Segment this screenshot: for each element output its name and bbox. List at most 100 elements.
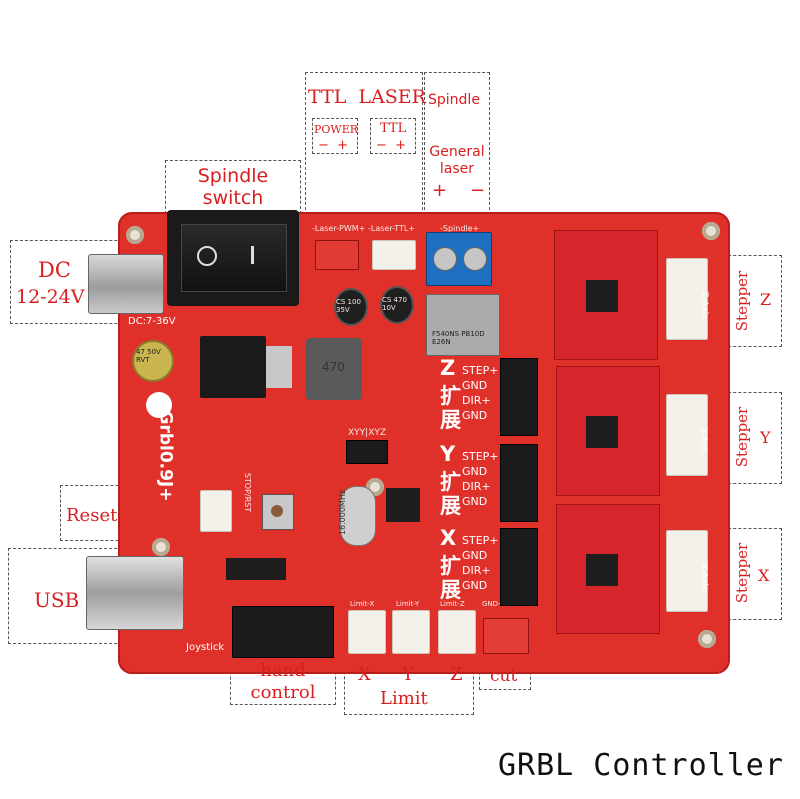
mount-hole	[698, 630, 716, 648]
expansion-header-z[interactable]	[500, 358, 538, 436]
expansion-pin-label: STEP+	[462, 364, 499, 377]
capacitor-silk: CS 470 10V	[382, 296, 407, 312]
jumper-silk: XYY|XYZ	[348, 428, 387, 438]
laser-power-connector[interactable]	[315, 240, 359, 270]
x-axis-silk: X-Axis	[698, 563, 709, 591]
limit-y-silk: Limit-Y	[396, 600, 420, 608]
switch-on-mark	[251, 246, 254, 264]
screw-icon	[463, 247, 487, 271]
spindle-switch-label: Spindle switch	[197, 165, 269, 209]
expansion-header-y[interactable]	[500, 444, 538, 522]
regulator-tab	[266, 346, 292, 388]
cut-connector[interactable]	[483, 618, 529, 654]
board-logo-icon	[146, 392, 172, 418]
caption: GRBL Controller	[498, 748, 784, 783]
expansion-char: 展	[440, 408, 461, 432]
axis-y-label: Y	[760, 428, 771, 447]
limit-z-connector[interactable]	[438, 610, 476, 654]
capacitor-silk: 47 50V RVT	[136, 348, 161, 364]
limit-z-silk: Limit-Z	[440, 600, 465, 608]
general-laser-label: General laser	[429, 144, 485, 177]
hand-control-label: hand control	[250, 660, 316, 703]
stepper-z-connector[interactable]	[666, 258, 708, 340]
spindle-silk: -Spindle+	[440, 224, 480, 233]
laser-ttl-connector[interactable]	[372, 240, 416, 270]
board-name-silk: Grbl0.9J+	[155, 410, 176, 502]
expansion-pin-label: GND	[462, 549, 488, 562]
expansion-pin-label: STEP+	[462, 450, 499, 463]
capacitor	[380, 286, 414, 324]
ttl-frame	[370, 118, 416, 154]
power-polarity-label: − +	[318, 138, 349, 153]
axis-z-label: Z	[760, 290, 772, 309]
stop-rst-silk: STOP/RST	[243, 472, 253, 513]
microcontroller	[386, 488, 420, 522]
expansion-char: 扩	[440, 554, 461, 578]
limit-x-silk: Limit-X	[350, 600, 375, 608]
reset-button-cap	[271, 505, 283, 517]
dc-label: DC	[38, 258, 71, 282]
voltage-regulator	[200, 336, 292, 398]
expansion-char: 扩	[440, 470, 461, 494]
limit-y-connector[interactable]	[392, 610, 430, 654]
reset-button[interactable]	[262, 494, 294, 530]
axis-x-label: X	[758, 566, 770, 585]
expansion-pin-label: GND	[462, 465, 488, 478]
stepper-y-label: Stepper	[733, 406, 752, 468]
mount-hole	[702, 222, 720, 240]
expansion-pin-label: GND	[462, 379, 488, 392]
mosfet-silk: F540NS PB10D E26N	[432, 330, 485, 346]
screw-icon	[433, 247, 457, 271]
y-axis-silk: Y-Axis	[698, 427, 709, 455]
crystal	[340, 486, 376, 546]
general-laser-polarity-label: + −	[432, 180, 486, 201]
expansion-char: 展	[440, 494, 461, 518]
spindle-terminal[interactable]	[426, 232, 492, 286]
expansion-char: Z	[440, 356, 456, 380]
inductor-silk: 470	[322, 360, 345, 374]
limit-z-label: Z	[450, 664, 463, 685]
spindle-switch[interactable]	[167, 210, 299, 306]
driver-chip	[586, 280, 618, 312]
stepper-x-connector[interactable]	[666, 530, 708, 612]
driver-chip	[586, 554, 618, 586]
expansion-pin-label: DIR+	[462, 394, 491, 407]
axis-jumper[interactable]	[346, 440, 388, 464]
inductor	[306, 338, 362, 400]
usb-port[interactable]	[86, 556, 184, 630]
stepper-y-connector[interactable]	[666, 394, 708, 476]
limit-y-label: Y	[402, 664, 414, 685]
ttl-laser-label: TTL LASER	[308, 86, 426, 108]
mount-hole	[126, 226, 144, 244]
crystal-silk: 16.000MHz	[338, 489, 348, 536]
expansion-pin-label: GND	[462, 409, 488, 422]
expansion-pin-label: STEP+	[462, 534, 499, 547]
expansion-char: Y	[440, 442, 456, 466]
z-axis-silk: Z-Axis	[698, 291, 709, 319]
capacitor-silk: CS 100 35V	[336, 298, 361, 314]
limit-x-label: X	[358, 664, 371, 685]
mosfet	[426, 294, 500, 356]
expansion-char: 展	[440, 578, 461, 602]
stepper-z-label: Stepper	[733, 270, 752, 332]
expansion-header-x[interactable]	[500, 528, 538, 606]
driver-chip	[586, 416, 618, 448]
expansion-char: 扩	[440, 384, 461, 408]
expansion-pin-label: DIR+	[462, 564, 491, 577]
switch-off-mark	[197, 246, 217, 266]
capacitor	[334, 288, 368, 326]
expansion-char: X	[440, 526, 457, 550]
dc-rating-silk: DC:7-36V	[128, 316, 176, 327]
expansion-pin-label: DIR+	[462, 480, 491, 493]
ttl-polarity-label: − +	[376, 138, 407, 153]
dc-voltage-label: 12-24V	[16, 286, 85, 308]
joystick-header[interactable]	[232, 606, 334, 658]
joystick-silk: Joystick	[186, 642, 225, 653]
laser-pwm-silk: -Laser-PWM+	[312, 224, 366, 233]
reset-connector[interactable]	[200, 490, 232, 532]
reset-label: Reset	[66, 505, 118, 526]
power-frame	[312, 118, 358, 154]
ttl-label: TTL	[380, 121, 407, 136]
mount-hole	[152, 538, 170, 556]
limit-x-connector[interactable]	[348, 610, 386, 654]
